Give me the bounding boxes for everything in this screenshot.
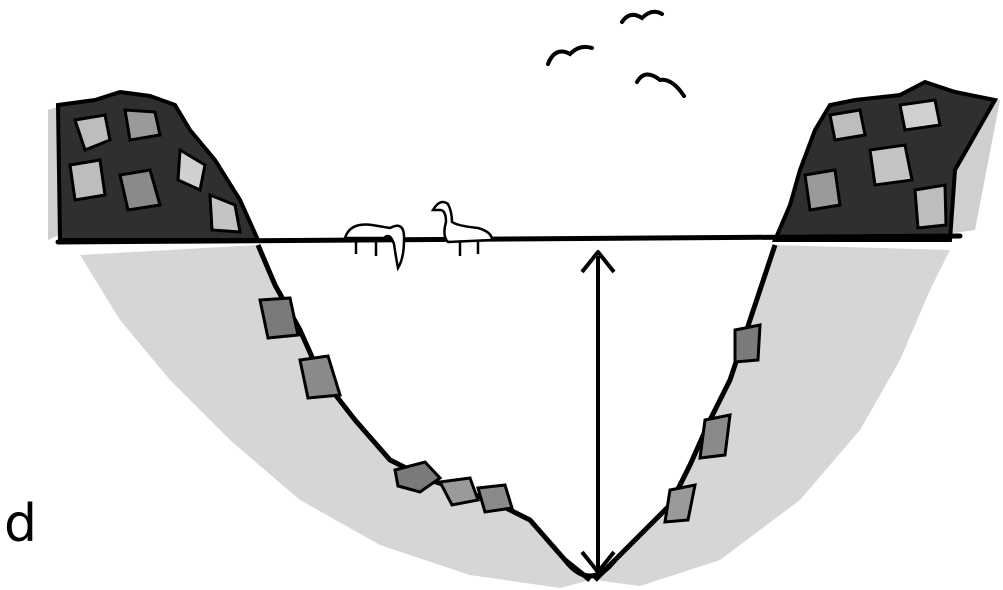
bird xyxy=(622,12,662,22)
left-cliff xyxy=(58,92,258,240)
birds xyxy=(548,12,684,96)
bird xyxy=(637,74,684,96)
panel-label: d xyxy=(4,498,37,550)
swan-feeding xyxy=(345,225,404,268)
depth-arrow xyxy=(582,252,614,572)
bird xyxy=(548,47,592,64)
swan-swimming xyxy=(433,202,492,256)
lake-basin xyxy=(80,245,950,588)
